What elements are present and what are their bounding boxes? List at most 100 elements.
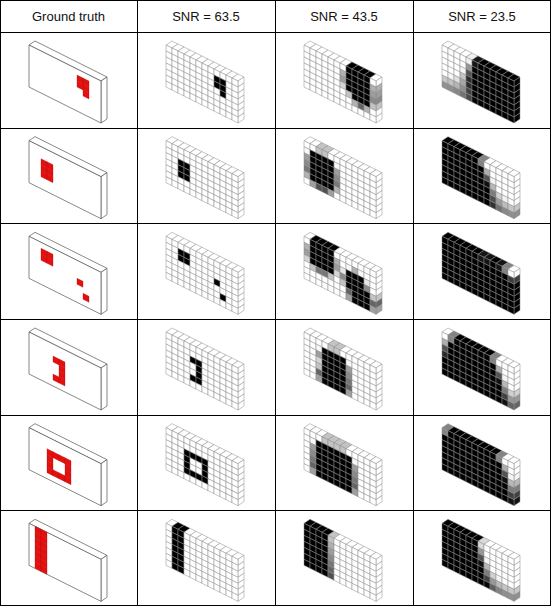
plate-side (101, 555, 107, 601)
voxel-face (166, 464, 172, 473)
voxel-face (214, 296, 220, 305)
voxel-face (220, 299, 226, 308)
voxel-side (376, 304, 382, 314)
voxel-face (316, 565, 322, 574)
table-rule (0, 32, 551, 33)
voxel-face (472, 479, 478, 488)
voxel-face (358, 204, 364, 213)
voxel-face (490, 201, 496, 210)
voxel-face (490, 296, 496, 305)
voxel-face (484, 485, 490, 494)
voxel-side (238, 591, 244, 601)
table-rule (0, 415, 551, 416)
voxel-face (508, 114, 514, 123)
voxel-face (448, 371, 454, 380)
voxel-face (166, 177, 172, 186)
voxel-face (316, 374, 322, 383)
voxel-face (352, 201, 358, 210)
voxel-face (178, 565, 184, 574)
damage-cell (59, 473, 65, 482)
voxel-face (214, 105, 220, 114)
voxel-face (232, 401, 238, 410)
plate-side (101, 364, 107, 410)
voxel-face (328, 476, 334, 485)
table-rule (0, 128, 551, 129)
voxel-face (232, 114, 238, 123)
table-rule (0, 223, 551, 224)
voxel-face (328, 93, 334, 102)
voxel-face (316, 278, 322, 287)
damage-cell (41, 171, 47, 180)
voxel-face (208, 293, 214, 302)
voxel-face (460, 186, 466, 195)
voxel-face (202, 577, 208, 586)
voxel-face (346, 485, 352, 494)
voxel-face (454, 87, 460, 96)
voxel-face (370, 114, 376, 123)
voxel-face (220, 491, 226, 500)
voxel-side (514, 496, 520, 506)
voxel-face (226, 589, 232, 598)
table-rule (275, 0, 276, 606)
voxel-face (172, 84, 178, 93)
voxel-face (496, 395, 502, 404)
voxel-face (202, 482, 208, 491)
plate-side (101, 460, 107, 506)
voxel-face (472, 574, 478, 583)
voxel-face (178, 374, 184, 383)
voxel-face (340, 482, 346, 491)
voxel-face (508, 210, 514, 219)
voxel-side (514, 591, 520, 601)
voxel-face (184, 568, 190, 577)
voxel-face (328, 189, 334, 198)
voxel-face (196, 192, 202, 201)
voxel-face (448, 467, 454, 476)
plate-face (29, 236, 101, 314)
voxel-face (502, 494, 508, 503)
voxel-face (340, 290, 346, 299)
voxel-face (328, 284, 334, 293)
voxel-face (322, 473, 328, 482)
voxel-face (364, 589, 370, 598)
voxel-face (304, 368, 310, 377)
voxel-face (340, 195, 346, 204)
voxel-face (454, 278, 460, 287)
voxel-face (214, 201, 220, 210)
voxel-face (370, 210, 376, 219)
voxel-face (442, 368, 448, 377)
damage-cell (53, 470, 59, 479)
damage-cell (47, 257, 53, 266)
voxel-face (466, 189, 472, 198)
voxel-face (466, 571, 472, 580)
voxel-face (478, 290, 484, 299)
voxel-face (508, 401, 514, 410)
voxel-face (220, 395, 226, 404)
voxel-face (508, 592, 514, 601)
voxel-face (490, 488, 496, 497)
voxel-side (376, 209, 382, 219)
voxel-face (166, 81, 172, 90)
voxel-side (514, 209, 520, 219)
voxel-face (484, 293, 490, 302)
voxel-face (172, 371, 178, 380)
voxel-face (358, 491, 364, 500)
voxel-face (208, 389, 214, 398)
voxel-face (190, 284, 196, 293)
voxel-face (328, 380, 334, 389)
voxel-face (466, 476, 472, 485)
voxel-face (334, 287, 340, 296)
voxel-face (478, 195, 484, 204)
voxel-side (238, 400, 244, 410)
voxel-face (208, 485, 214, 494)
plate-face (29, 332, 101, 410)
voxel-face (220, 586, 226, 595)
voxel-face (490, 583, 496, 592)
voxel-face (322, 377, 328, 386)
voxel-face (232, 592, 238, 601)
voxel-face (352, 105, 358, 114)
damage-cell (41, 254, 47, 263)
voxel-face (358, 395, 364, 404)
voxel-face (460, 377, 466, 386)
